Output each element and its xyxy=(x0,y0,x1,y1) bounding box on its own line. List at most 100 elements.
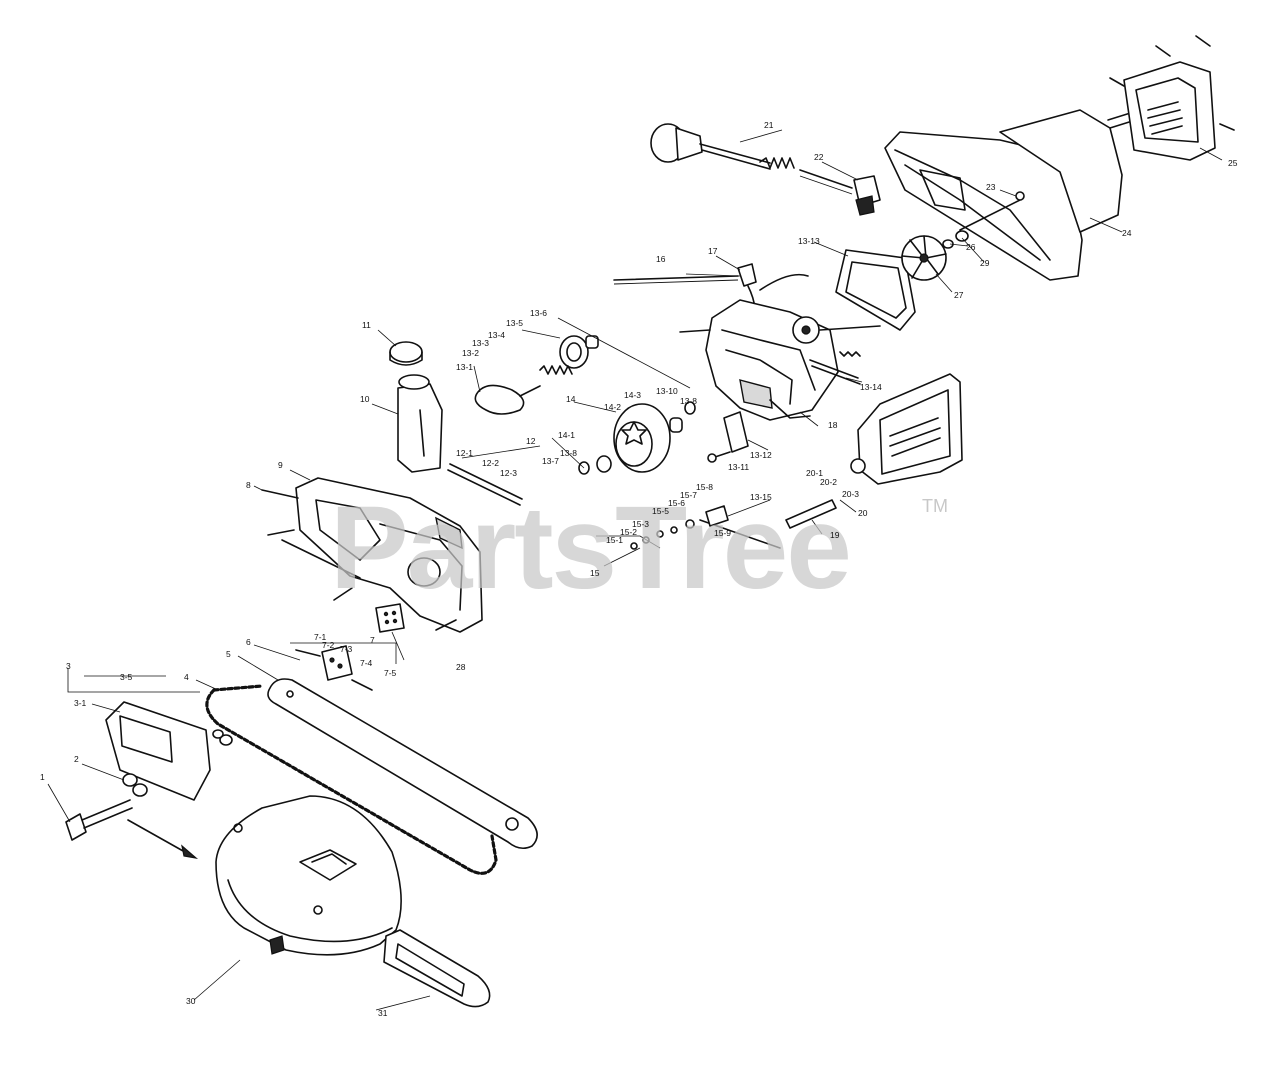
part-label: 13-11 xyxy=(728,462,749,472)
part-10-oil-tank xyxy=(397,374,443,473)
part-label: 13-13 xyxy=(798,236,820,246)
part-8-screws xyxy=(261,489,457,631)
part-label: 28 xyxy=(456,662,466,672)
part-24-motor-housing xyxy=(884,109,1143,281)
part-label: 13-4 xyxy=(488,330,505,340)
part-label: 14-2 xyxy=(604,402,621,412)
part-3-sprocket-cover xyxy=(105,701,233,801)
part-label: 24 xyxy=(1122,228,1132,238)
part-label: 14-3 xyxy=(624,390,641,400)
part-label: 27 xyxy=(954,290,964,300)
part-label: 4 xyxy=(184,672,189,682)
part-label: 15-8 xyxy=(696,482,713,492)
part-label: 18 xyxy=(828,420,838,430)
part-label: 11 xyxy=(362,320,371,330)
part-4-saw-chain xyxy=(205,684,498,875)
part-label: 15-5 xyxy=(652,506,669,516)
part-13-14-bolt xyxy=(809,351,861,385)
part-13-12-lever xyxy=(707,411,749,463)
part-label: 12-3 xyxy=(500,468,517,478)
leader-lines xyxy=(47,129,1223,1011)
part-label: 17 xyxy=(708,246,718,256)
part-22-clip xyxy=(853,175,881,216)
part-label: 3-5 xyxy=(120,672,133,682)
part-label: 3-1 xyxy=(74,698,87,708)
part-label: 20-3 xyxy=(842,489,859,499)
part-16-wire xyxy=(613,275,739,285)
part-18-gear-case xyxy=(679,299,881,421)
part-19-pin xyxy=(785,499,837,529)
part-25-end-cap xyxy=(1109,35,1235,161)
part-label: 7-5 xyxy=(384,668,397,678)
part-6-guide-bar xyxy=(267,678,538,850)
part-label: 2 xyxy=(74,754,79,764)
part-2-nuts xyxy=(122,773,148,797)
part-number-labels: 1 2 3 3-1 3-5 4 5 6 7 7-1 7-2 7-3 7-4 7-… xyxy=(40,120,1238,1018)
part-label: 29 xyxy=(980,258,990,268)
part-14-clutch-drum xyxy=(578,401,696,475)
part-label: 15-3 xyxy=(632,519,649,529)
part-label: 7-2 xyxy=(322,640,335,650)
part-label: 15 xyxy=(590,568,600,578)
part-label: 13-5 xyxy=(506,318,523,328)
part-label: 13-10 xyxy=(656,386,678,396)
part-31-bar-scabbard xyxy=(383,929,491,1008)
part-28-label-plate xyxy=(375,603,405,633)
part-label: 12 xyxy=(526,436,536,446)
part-13-spring-assembly xyxy=(474,335,599,415)
part-label: 12-1 xyxy=(456,448,473,458)
part-29-bearing xyxy=(955,230,969,242)
part-label: 13-14 xyxy=(860,382,882,392)
part-label: 13-6 xyxy=(530,308,547,318)
part-label: 7-4 xyxy=(360,658,373,668)
part-label: 15-9 xyxy=(714,528,731,538)
part-label: 13-3 xyxy=(472,338,489,348)
part-label: 15-7 xyxy=(680,490,697,500)
part-label: 14 xyxy=(566,394,576,404)
part-label: 1 xyxy=(40,772,45,782)
part-label: 20 xyxy=(858,508,868,518)
part-label: 25 xyxy=(1228,158,1238,168)
part-9-side-cover xyxy=(281,477,483,633)
part-label: 7-1 xyxy=(314,632,327,642)
part-label: 31 xyxy=(378,1008,388,1018)
part-label: 9 xyxy=(278,460,283,470)
part-label: 13-2 xyxy=(462,348,479,358)
part-21-power-cord xyxy=(650,123,853,195)
part-27-fan xyxy=(901,235,947,281)
part-11-oil-cap xyxy=(389,341,423,366)
part-label: 14-1 xyxy=(558,430,575,440)
part-label: 30 xyxy=(186,996,196,1006)
part-label: 22 xyxy=(814,152,824,162)
part-label: 15-1 xyxy=(606,535,623,545)
part-label: 13-8 xyxy=(680,396,697,406)
part-12-oil-tube xyxy=(447,463,523,506)
watermark-trademark: TM xyxy=(922,496,948,516)
part-label: 15-6 xyxy=(668,498,685,508)
part-23-screw xyxy=(1015,191,1025,201)
part-label: 7-3 xyxy=(340,644,353,654)
part-label: 6 xyxy=(246,637,251,647)
part-label: 20-1 xyxy=(806,468,823,478)
part-label: 23 xyxy=(986,182,996,192)
part-label: 26 xyxy=(966,242,976,252)
part-label: 5 xyxy=(226,649,231,659)
part-label: 8 xyxy=(246,480,251,490)
part-label: 20-2 xyxy=(820,477,837,487)
part-7-tensioner xyxy=(295,645,373,691)
part-label: 13-12 xyxy=(750,450,772,460)
part-30-carrying-case xyxy=(215,795,402,956)
part-label: 15-2 xyxy=(620,527,637,537)
part-label: 10 xyxy=(360,394,370,404)
part-label: 13-8 xyxy=(560,448,577,458)
part-label: 19 xyxy=(830,530,840,540)
watermark: PartsTree TM xyxy=(330,482,948,614)
part-13-13-gasket xyxy=(835,249,916,331)
part-label: 12-2 xyxy=(482,458,499,468)
part-label: 3 xyxy=(66,661,71,671)
part-20-handle-guard xyxy=(850,373,963,485)
part-label: 13-1 xyxy=(456,362,473,372)
part-label: 13-15 xyxy=(750,492,772,502)
part-label: 16 xyxy=(656,254,666,264)
